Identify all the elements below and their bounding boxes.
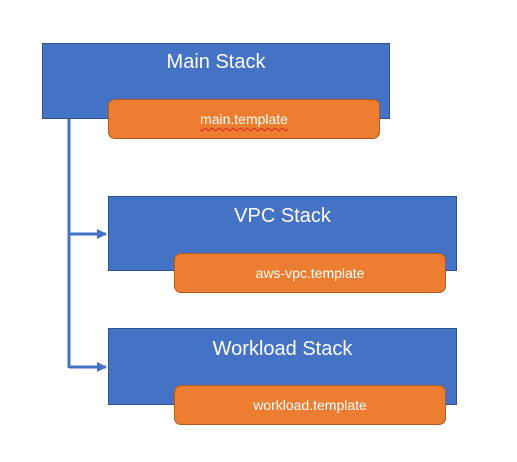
vpc-stack-title: VPC Stack (234, 205, 331, 227)
workload-template-box: workload.template (174, 385, 446, 425)
main-template-box: main.template (108, 99, 380, 139)
vpc-template-box: aws-vpc.template (174, 253, 446, 293)
workload-stack-title: Workload Stack (212, 338, 353, 360)
vpc-template-label: aws-vpc.template (255, 265, 365, 281)
main-stack-title: Main Stack (166, 51, 266, 73)
main-template-label: main.template (200, 111, 288, 127)
workload-template-label: workload.template (253, 397, 367, 413)
